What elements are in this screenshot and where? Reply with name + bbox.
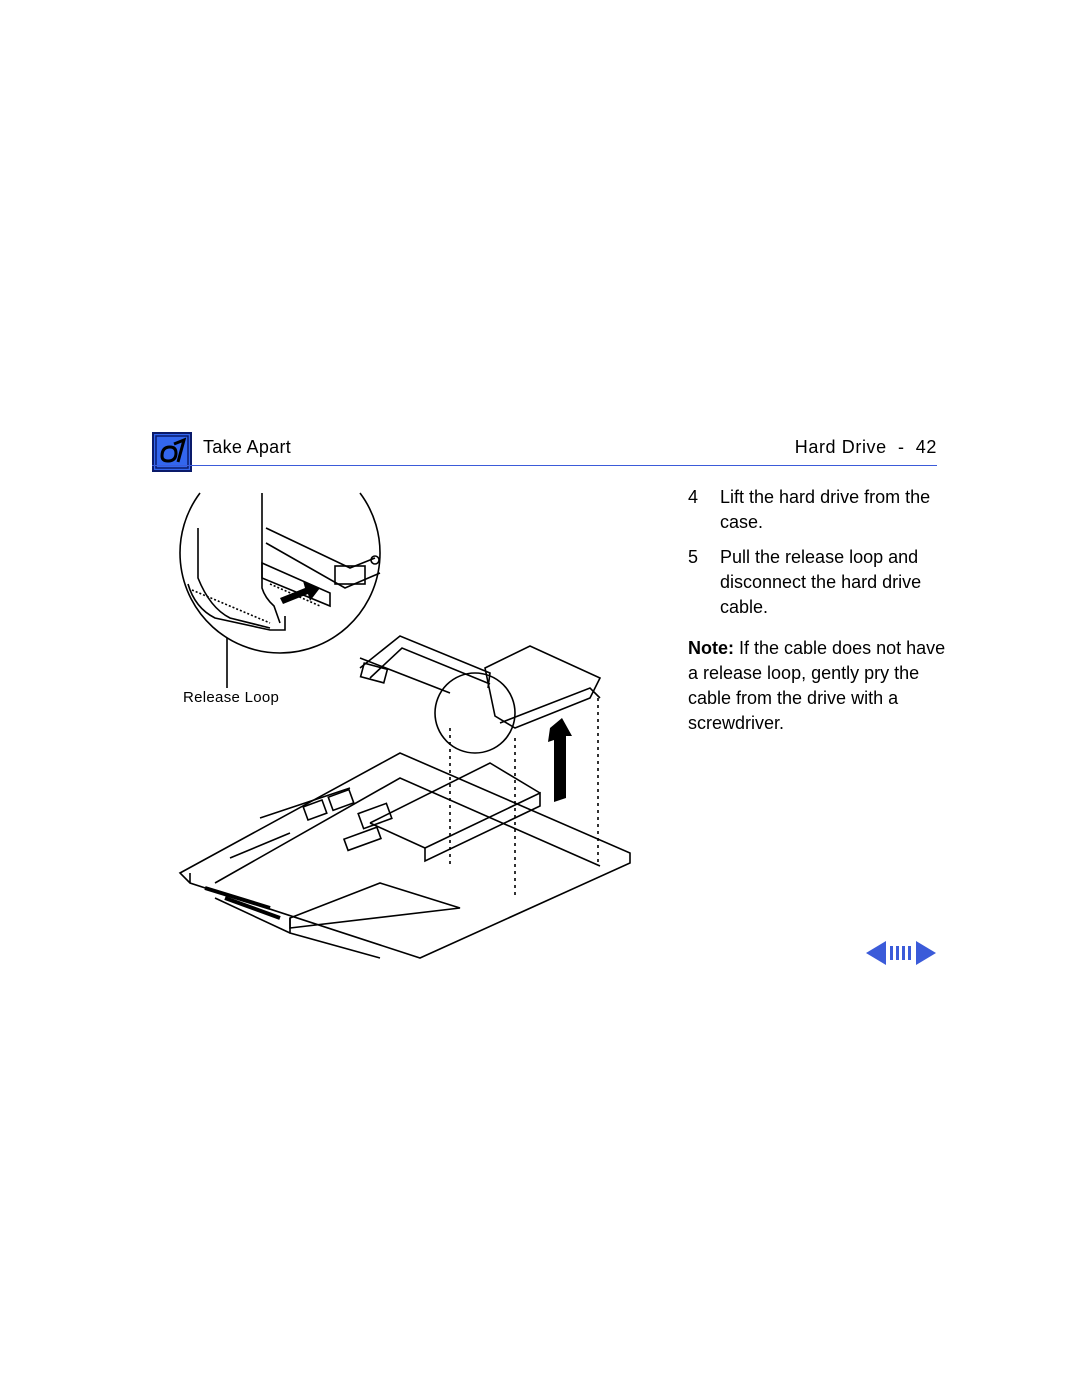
section-title: Take Apart [203, 437, 292, 457]
step-number: 5 [688, 547, 699, 567]
release-loop-callout: Release Loop [183, 689, 280, 706]
note-label: Note: [688, 638, 734, 658]
page-navigation [866, 941, 936, 965]
next-arrow-icon[interactable] [916, 941, 936, 965]
step-text: Pull the release loop and disconnect the… [720, 547, 922, 617]
note-paragraph: Note: If the cable does not have a relea… [688, 636, 948, 736]
wrench-tab-icon [152, 432, 192, 472]
header-divider [152, 465, 937, 466]
step-text: Lift the hard drive from the case. [720, 487, 931, 532]
prev-arrow-icon[interactable] [866, 941, 886, 965]
index-icon[interactable] [890, 946, 911, 960]
note-text: If the cable does not have a release loo… [688, 638, 946, 733]
step-item: 4 Lift the hard drive from the case. [688, 485, 948, 535]
step-list: 4 Lift the hard drive from the case. 5 P… [688, 485, 948, 630]
hard-drive-removal-illustration [178, 492, 631, 959]
step-number: 4 [688, 487, 699, 507]
step-item: 5 Pull the release loop and disconnect t… [688, 545, 948, 620]
page-title: Hard Drive - 42 [794, 437, 937, 457]
